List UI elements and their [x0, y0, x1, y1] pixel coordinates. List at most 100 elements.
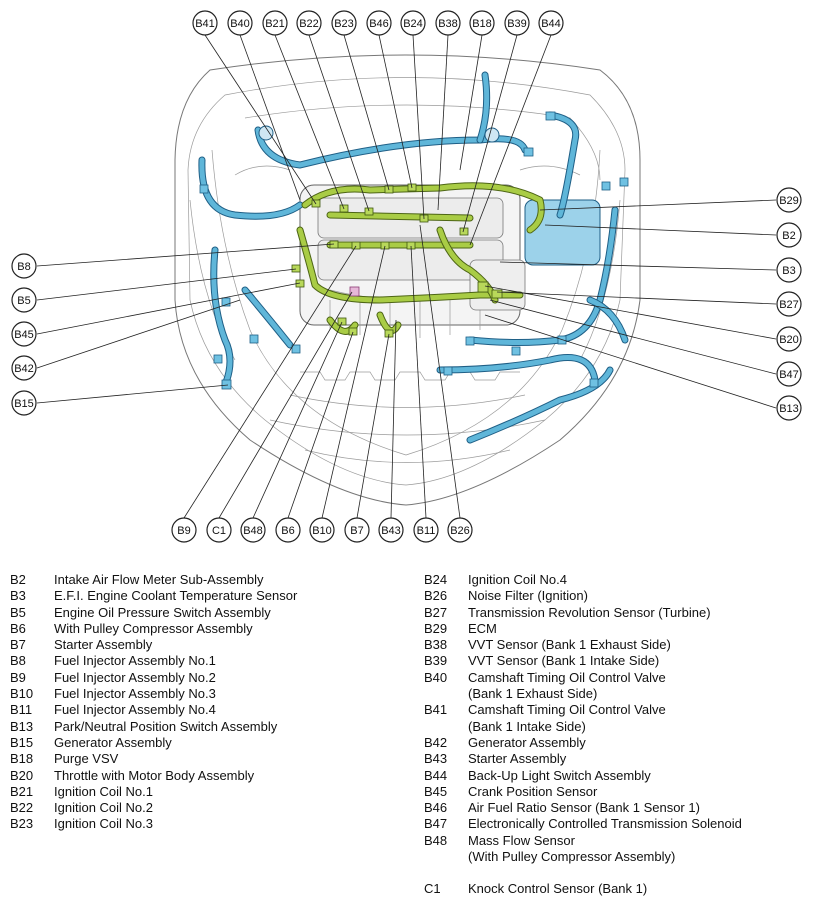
legend-description: Fuel Injector Assembly No.4	[54, 702, 216, 718]
legend-description: Fuel Injector Assembly No.3	[54, 686, 216, 702]
callout-label: B7	[350, 525, 363, 537]
legend-code: B46	[424, 800, 448, 816]
callout-label: B10	[312, 525, 332, 537]
legend-code: B47	[424, 816, 448, 832]
legend-description: Starter Assembly	[54, 637, 153, 653]
legend-code	[424, 849, 468, 865]
callout-label: B5	[17, 295, 30, 307]
legend-code: B45	[424, 783, 448, 799]
callout-label: B41	[195, 18, 215, 30]
callout-B26: B26	[447, 517, 473, 543]
callout-label: B39	[507, 18, 527, 30]
legend-description: (Bank 1 Exhaust Side)	[468, 686, 598, 702]
callout-label: B23	[334, 18, 354, 30]
legend-code: B3	[10, 588, 26, 604]
legend-code	[424, 865, 468, 881]
callout-label: B8	[17, 261, 30, 273]
callout-label: B47	[779, 369, 799, 381]
legend-code	[424, 686, 468, 702]
callout-label: B44	[541, 18, 561, 30]
legend-code: B26	[424, 588, 448, 604]
callout-B40: B40	[227, 10, 253, 36]
legend-description: Camshaft Timing Oil Control Valve	[468, 669, 666, 685]
callout-B47: B47	[776, 361, 802, 387]
legend-description: VVT Sensor (Bank 1 Intake Side)	[468, 653, 660, 669]
legend-description: Park/Neutral Position Switch Assembly	[54, 718, 278, 734]
legend-description: Engine Oil Pressure Switch Assembly	[54, 604, 271, 620]
legend-row: B45 Crank Position Sensor	[424, 784, 809, 800]
legend-row: B20 Throttle with Motor Body Assembly	[10, 768, 410, 784]
legend-description: Air Fuel Ratio Sensor (Bank 1 Sensor 1)	[468, 800, 700, 816]
legend-code: B23	[10, 816, 34, 832]
callout-leader-lines	[36, 34, 777, 519]
callout-label: B18	[472, 18, 492, 30]
callout-label: B21	[265, 18, 285, 30]
callout-label: B24	[403, 18, 423, 30]
callout-B39: B39	[504, 10, 530, 36]
legend-code: B43	[424, 751, 448, 767]
callout-B18: B18	[469, 10, 495, 36]
callout-B44: B44	[538, 10, 564, 36]
callout-B9: B9	[171, 517, 197, 543]
legend-code: B20	[10, 767, 34, 783]
legend-row: B39 VVT Sensor (Bank 1 Intake Side)	[424, 653, 809, 669]
legend-description: Crank Position Sensor	[468, 783, 598, 799]
legend-row: B10 Fuel Injector Assembly No.3	[10, 686, 410, 702]
callout-B20: B20	[776, 326, 802, 352]
callout-B27: B27	[776, 291, 802, 317]
legend-code	[424, 719, 468, 735]
callout-B23: B23	[331, 10, 357, 36]
legend-row: B46 Air Fuel Ratio Sensor (Bank 1 Sensor …	[424, 800, 809, 816]
callout-B7: B7	[344, 517, 370, 543]
legend-code: B18	[10, 751, 34, 767]
legend-row: B5 Engine Oil Pressure Switch Assembly	[10, 605, 410, 621]
legend-description: Throttle with Motor Body Assembly	[54, 767, 255, 783]
legend-description: Generator Assembly	[468, 734, 586, 750]
callout-B15: B15	[11, 390, 37, 416]
legend-description: Ignition Coil No.1	[54, 783, 153, 799]
callout-B29: B29	[776, 187, 802, 213]
legend-code: B5	[10, 604, 26, 620]
legend-description: With Pulley Compressor Assembly	[54, 620, 253, 636]
legend-code: B39	[424, 653, 448, 669]
legend-code: B27	[424, 604, 448, 620]
legend-description: Starter Assembly	[468, 751, 567, 767]
legend-code: B2	[10, 572, 26, 587]
callout-label: B46	[369, 18, 389, 30]
callout-label: B48	[243, 525, 263, 537]
callout-B38: B38	[435, 10, 461, 36]
legend-description: Fuel Injector Assembly No.2	[54, 669, 216, 685]
callout-B46: B46	[366, 10, 392, 36]
callout-label: B3	[782, 265, 795, 277]
legend-description: Camshaft Timing Oil Control Valve	[468, 702, 666, 718]
callout-B22: B22	[296, 10, 322, 36]
legend-code: B41	[424, 702, 448, 718]
legend-description: Generator Assembly	[54, 734, 172, 750]
legend-code: B29	[424, 620, 448, 636]
callout-label: B40	[230, 18, 250, 30]
callout-label: B45	[14, 329, 34, 341]
legend-row: (Bank 1 Intake Side)	[424, 719, 809, 735]
callout-B3: B3	[776, 257, 802, 283]
legend-row: B11 Fuel Injector Assembly No.4	[10, 702, 410, 718]
engine-harness	[296, 182, 545, 335]
callout-B48: B48	[240, 517, 266, 543]
legend-code: B42	[424, 734, 448, 750]
legend-description: Transmission Revolution Sensor (Turbine)	[468, 604, 711, 620]
legend-row: (With Pulley Compressor Assembly)	[424, 849, 809, 865]
legend-code: B11	[10, 702, 33, 718]
legend-code: B22	[10, 800, 34, 816]
callout-label: B26	[450, 525, 470, 537]
legend-description: VVT Sensor (Bank 1 Exhaust Side)	[468, 637, 671, 653]
legend-code: B10	[10, 686, 34, 702]
